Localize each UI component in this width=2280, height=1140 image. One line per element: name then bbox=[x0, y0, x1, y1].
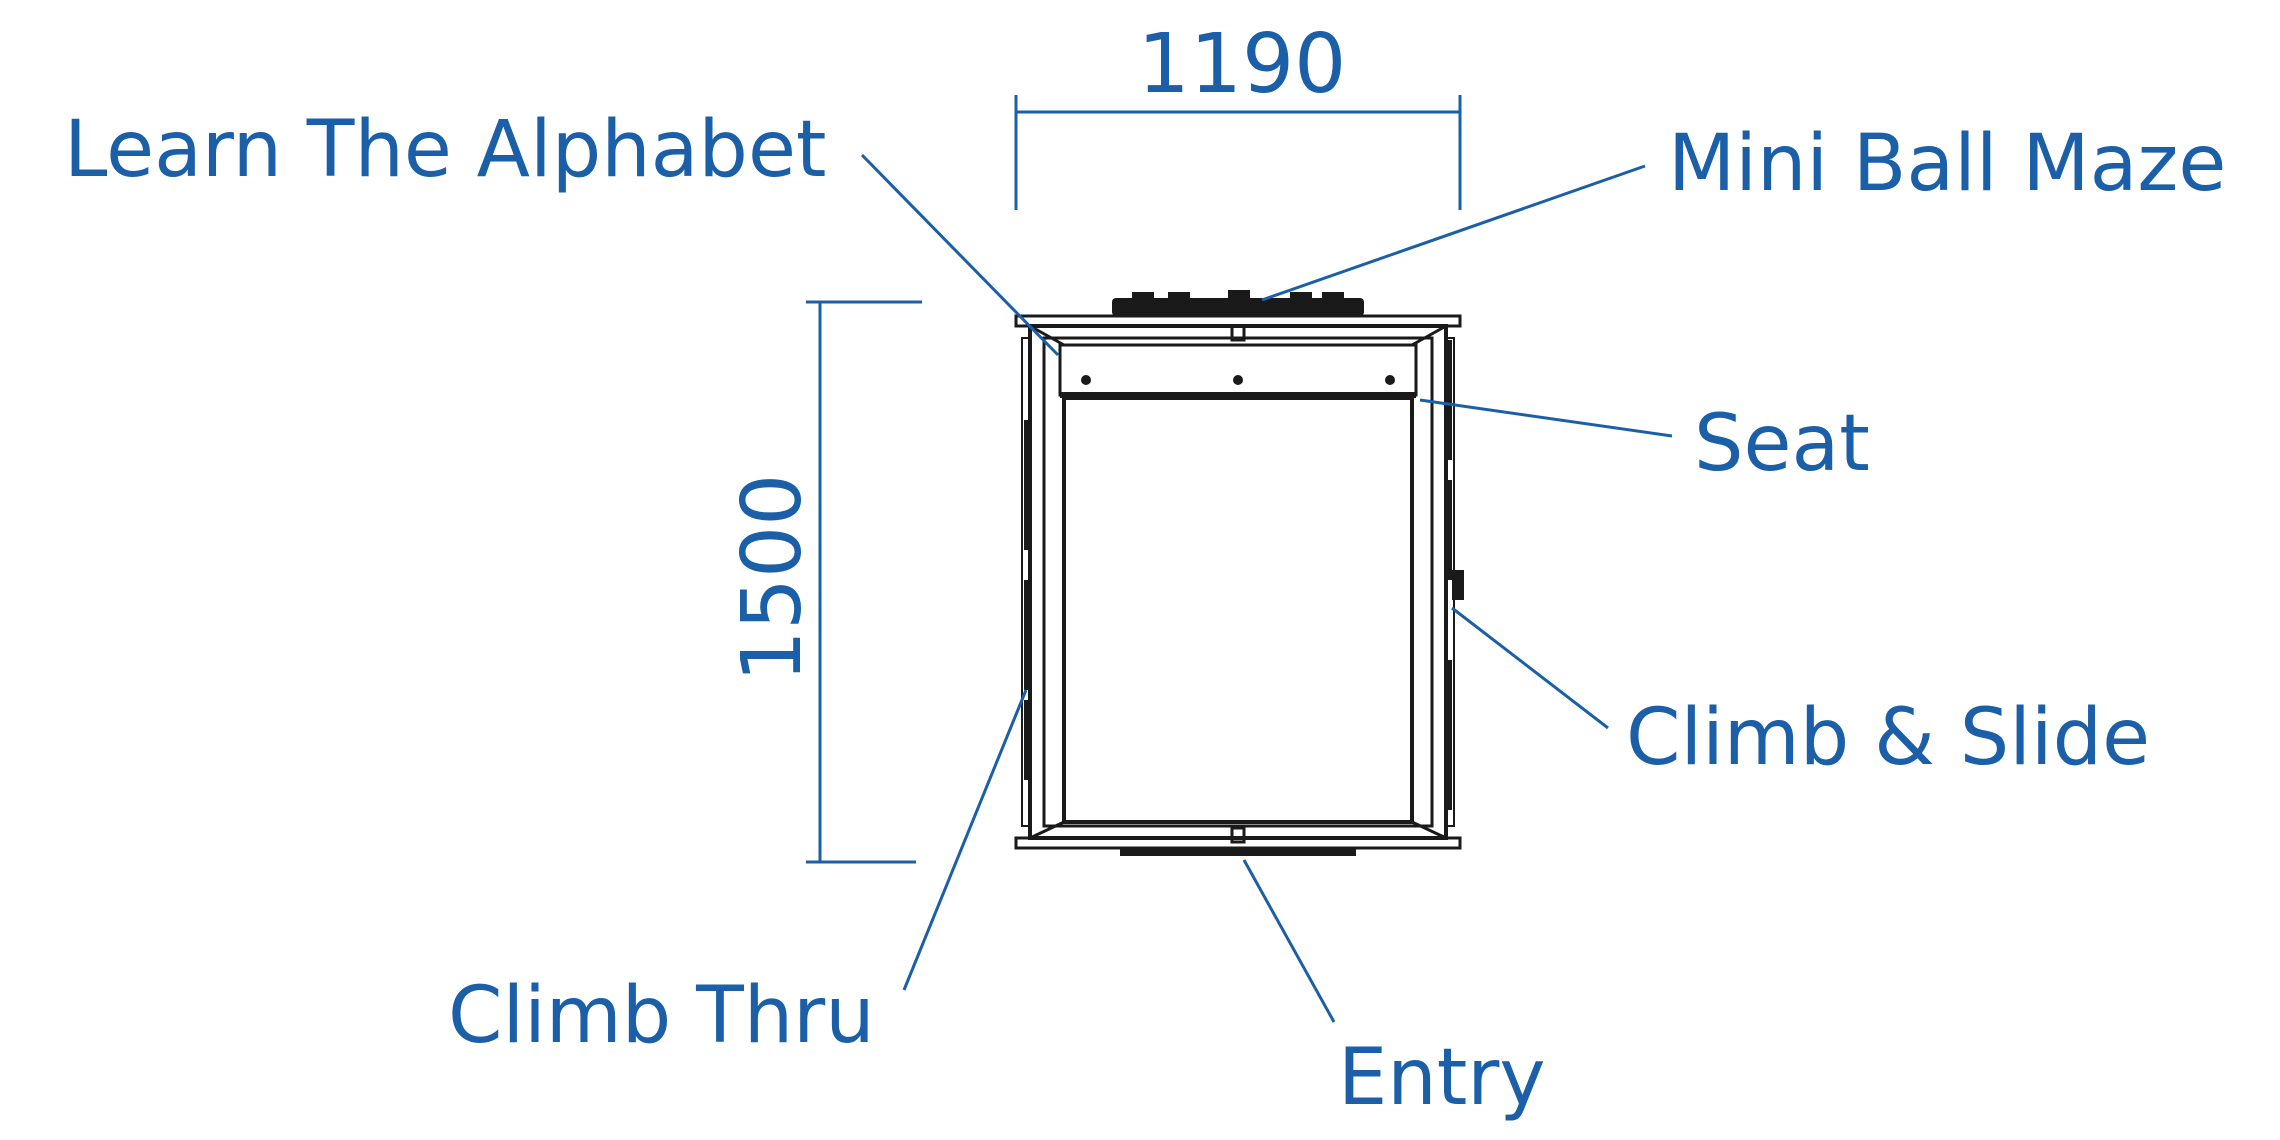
label-climb-and-slide: Climb & Slide bbox=[1626, 693, 2150, 783]
label-climb-thru: Climb Thru bbox=[448, 971, 875, 1061]
label-entry: Entry bbox=[1338, 1033, 1546, 1123]
callout-leaders bbox=[860, 153, 1673, 1023]
seat-leader bbox=[1419, 398, 1673, 438]
seat-bolt bbox=[1233, 375, 1243, 385]
frame-outer bbox=[1028, 324, 1448, 840]
floor-area bbox=[1062, 396, 1414, 824]
width-dimension-value: 1190 bbox=[1138, 17, 1347, 112]
label-learn-the-alphabet: Learn The Alphabet bbox=[64, 105, 827, 195]
mini-ball-maze-leader bbox=[1261, 164, 1646, 302]
label-mini-ball-maze: Mini Ball Maze bbox=[1668, 119, 2226, 209]
entry-panel bbox=[1120, 848, 1356, 856]
entry-leader bbox=[1242, 859, 1336, 1023]
frame-inner bbox=[1042, 336, 1434, 828]
callout-labels: Learn The Alphabet Mini Ball Maze Seat C… bbox=[64, 105, 2226, 1123]
climb-thru-leader bbox=[902, 689, 1028, 991]
ball-maze-panel bbox=[1112, 298, 1364, 316]
seat-bench bbox=[1058, 343, 1418, 397]
climb-and-slide-leader bbox=[1451, 606, 1609, 730]
height-dimension-value: 1500 bbox=[725, 474, 820, 683]
seat-bolt bbox=[1081, 375, 1091, 385]
playhouse-top-view bbox=[1014, 290, 1464, 856]
height-dimension: 1500 bbox=[725, 300, 922, 864]
width-dimension: 1190 bbox=[1014, 17, 1462, 210]
seat-bolt bbox=[1385, 375, 1395, 385]
learn-the-alphabet-leader bbox=[860, 153, 1060, 357]
label-seat: Seat bbox=[1694, 399, 1870, 489]
